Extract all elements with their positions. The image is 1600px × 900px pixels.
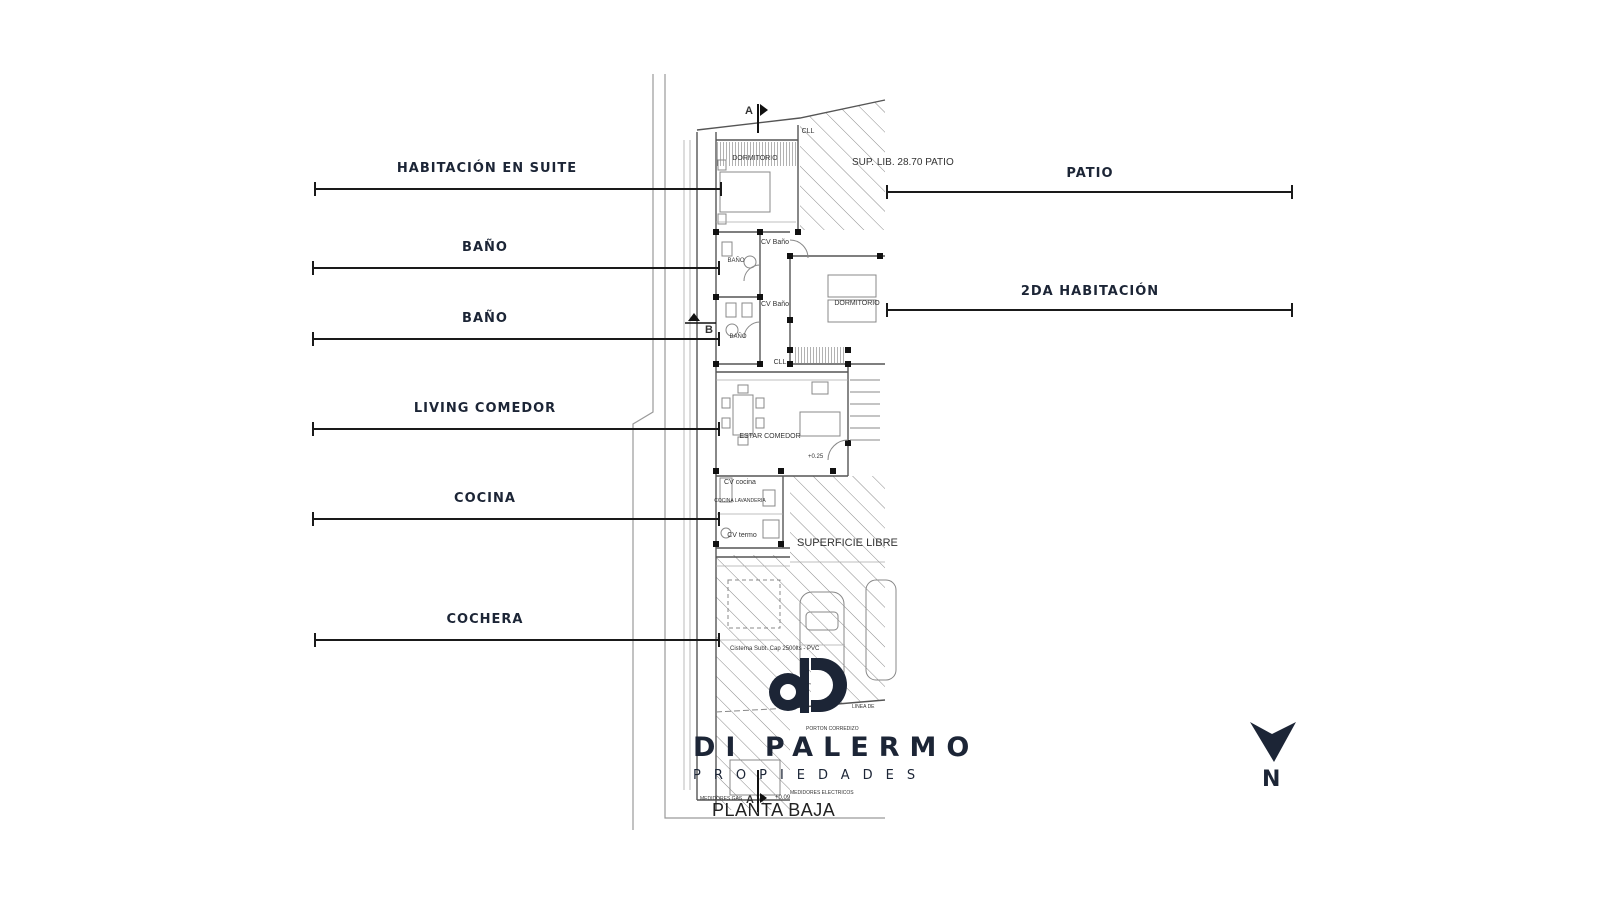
callout-leader-habitacion-suite	[314, 182, 722, 196]
plan-title: PLANTA BAJA	[712, 800, 836, 820]
callout-label-habitacion-suite: HABITACIÓN EN SUITE	[396, 161, 578, 176]
room-label-cv-bano-1: CV Baño	[761, 239, 789, 246]
room-label-cv-cocina: CV cocina	[724, 479, 756, 486]
north-arrow-icon	[1250, 722, 1296, 762]
brand-subtitle: PROPIEDADES	[693, 768, 929, 783]
callout-label-bano-2: BAÑO	[462, 311, 508, 326]
level-mark-2: +0.09	[775, 795, 791, 801]
building-walls	[696, 99, 886, 810]
svg-text:A: A	[746, 794, 754, 806]
shaded-strip-top	[716, 142, 796, 166]
room-label-estar-comedor: ESTAR COMEDOR	[739, 433, 800, 440]
property-lines	[632, 74, 885, 830]
section-mark-a-top: A	[745, 104, 768, 133]
section-mark-b: B	[685, 313, 716, 336]
callout-leader-2da-habitacion	[886, 303, 1293, 317]
level-mark-1: +0.25	[808, 454, 824, 460]
callout-leader-cochera	[314, 633, 720, 647]
north-label: N	[1262, 767, 1281, 792]
dimension-lines	[683, 140, 885, 790]
porton-label: PORTON CORREDIZO	[806, 726, 859, 732]
callout-leader-bano-2	[312, 332, 720, 346]
room-label-cll-top: CLL	[802, 128, 815, 135]
callout-leader-living-comedor	[312, 422, 720, 436]
medidores-gas-label: MEDIDORES GAS	[700, 796, 743, 802]
brand-logo-icon	[769, 658, 847, 713]
callout-label-patio: PATIO	[1066, 166, 1114, 181]
room-label-bano-1: BAÑO	[727, 257, 744, 264]
shaded-strip-cll	[795, 347, 845, 363]
callout-label-cochera: COCHERA	[446, 612, 524, 627]
structural-columns	[713, 229, 883, 547]
callout-leader-patio	[886, 185, 1293, 199]
room-label-cocina: COCINA LAVANDERIA	[714, 498, 766, 504]
room-label-cv-bano-2: CV Baño	[761, 301, 789, 308]
room-label-cv-termo: CV termo	[727, 532, 757, 539]
cisterna-label: Cisterna Subt. Cap 2500lts - PVC	[730, 646, 820, 652]
room-label-cll-mid: CLL	[774, 359, 787, 366]
furniture	[715, 159, 897, 796]
plan-annotations: DORMITORIO DORMITORIO BAÑO BAÑO CV Baño …	[700, 128, 954, 802]
callout-leader-cocina	[312, 512, 720, 526]
room-label-dormitorio-2: DORMITORIO	[834, 300, 880, 307]
medidores-elec-label: MEDIDORES ELECTRICOS	[790, 790, 854, 796]
callout-label-2da-habitacion: 2DA HABITACIÓN	[1020, 284, 1160, 299]
room-label-dormitorio-1: DORMITORIO	[732, 155, 778, 162]
callout-leader-bano-1	[312, 261, 720, 275]
room-label-superficie-libre: SUPERFICIE LIBRE	[797, 537, 898, 549]
svg-text:B: B	[705, 324, 713, 336]
linea-label: LINEA DE	[852, 704, 875, 710]
room-label-patio: SUP. LIB. 28.70 PATIO	[852, 157, 954, 168]
hatched-areas	[716, 100, 885, 810]
room-label-bano-2: BAÑO	[729, 333, 746, 340]
brand-name: DI PALERMO	[693, 732, 980, 763]
section-mark-a-bottom: A	[746, 770, 767, 812]
callout-label-living-comedor: LIVING COMEDOR	[413, 401, 557, 416]
svg-text:A: A	[745, 105, 753, 117]
callout-label-bano-1: BAÑO	[462, 240, 508, 255]
callout-label-cocina: COCINA	[454, 491, 516, 506]
